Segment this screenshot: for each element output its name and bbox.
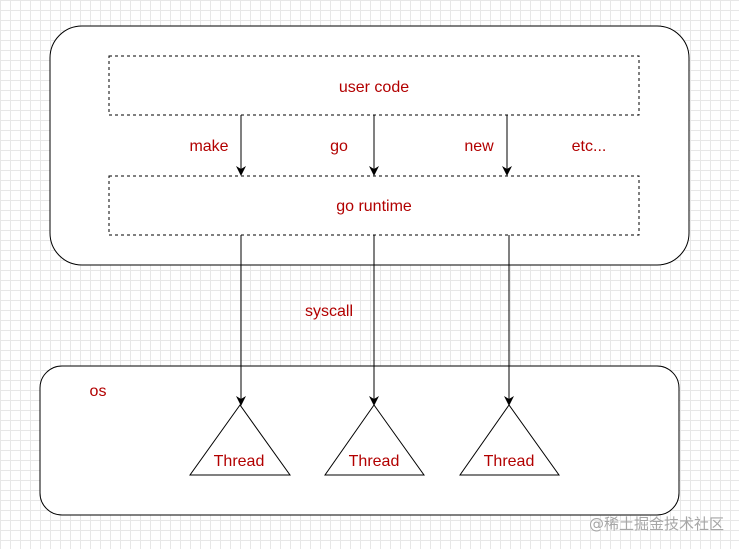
new-label: new [464,138,494,155]
etc-label: etc... [572,138,607,155]
thread-label-2: Thread [349,453,400,470]
thread-triangle-2 [324,404,425,476]
go-runtime-box [108,175,640,236]
watermark-text: @稀土掘金技术社区 [589,515,724,533]
syscall-label: syscall [305,303,353,320]
thread-triangle-3 [459,404,560,476]
os-label: os [90,383,107,400]
thread-triangle-1 [189,404,291,476]
go-runtime-label: go runtime [336,198,412,215]
thread-label-3: Thread [484,453,535,470]
thread-label-1: Thread [214,453,265,470]
go-label: go [330,138,348,155]
user-code-label: user code [339,79,409,96]
make-label: make [189,138,228,155]
